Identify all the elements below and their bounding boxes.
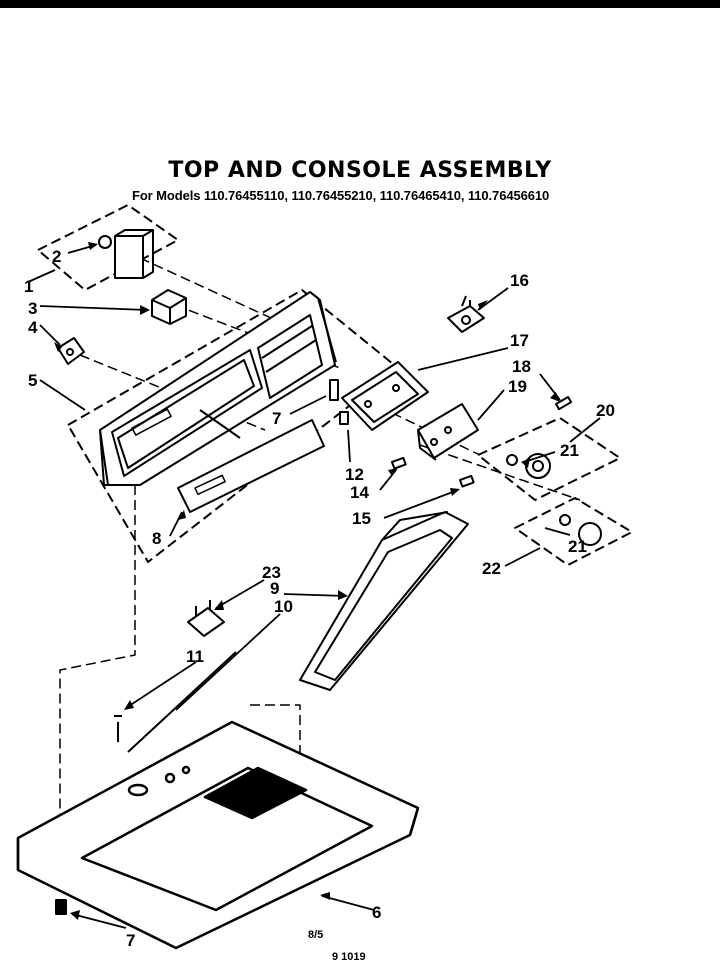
part-9-lid (299, 511, 469, 691)
part-7-foot (55, 899, 67, 915)
callout-23: 23 (262, 563, 281, 582)
part-23-switch (187, 600, 225, 637)
part-15-screw (459, 474, 475, 488)
callout-9: 9 (270, 579, 279, 598)
part-22-dashed-box (514, 497, 633, 566)
callout-4: 4 (28, 318, 38, 337)
callout-12: 12 (345, 465, 364, 484)
callout-7-lower: 7 (126, 931, 135, 950)
top-border (0, 0, 720, 8)
callout-8: 8 (152, 529, 161, 548)
part-4-plate (57, 337, 85, 365)
callout-22: 22 (482, 559, 501, 578)
callout-21-upper: 21 (560, 441, 579, 460)
callout-11: 11 (186, 647, 204, 666)
callout-7-upper: 7 (272, 409, 281, 428)
callout-14: 14 (350, 483, 369, 502)
part-12-clip (329, 379, 349, 425)
part-16-switch (447, 295, 485, 333)
callout-6: 6 (372, 903, 381, 922)
footer-code: 9 1019 (332, 951, 366, 963)
callout-20: 20 (596, 401, 615, 420)
callout-3: 3 (28, 299, 37, 318)
callout-21-lower: 21 (568, 537, 587, 556)
part-8-panel (177, 419, 325, 513)
part-11-screw (114, 715, 122, 742)
footer-note: 8/5 (308, 929, 323, 941)
part-5-console (99, 291, 337, 486)
callout-18: 18 (512, 357, 531, 376)
part-14-screw (391, 456, 407, 470)
part-21-knob-a (506, 453, 551, 479)
callout-1: 1 (24, 277, 33, 296)
part-6-top (16, 720, 420, 950)
callout-19: 19 (508, 377, 527, 396)
part-21-knob-b (559, 514, 602, 546)
part-19-bracket (417, 403, 479, 461)
part-2-relay (98, 229, 154, 279)
part-10-rod (127, 651, 237, 753)
callout-10: 10 (274, 597, 293, 616)
callout-2: 2 (52, 247, 61, 266)
callout-5: 5 (28, 371, 37, 390)
arrowheads (54, 242, 560, 920)
part-20-dashed-box (477, 417, 621, 501)
part-17-bezel (341, 361, 429, 431)
callout-15: 15 (352, 509, 371, 528)
part-18-screw (555, 396, 573, 411)
page-title: TOP AND CONSOLE ASSEMBLY (168, 158, 552, 183)
part-3-block (151, 289, 187, 325)
models-subtitle: For Models 110.76455110, 110.76455210, 1… (132, 188, 550, 203)
callout-17: 17 (510, 331, 529, 350)
callout-16: 16 (510, 271, 529, 290)
callout-leader-lines (27, 244, 601, 929)
part-1-dashed-box (37, 204, 179, 291)
